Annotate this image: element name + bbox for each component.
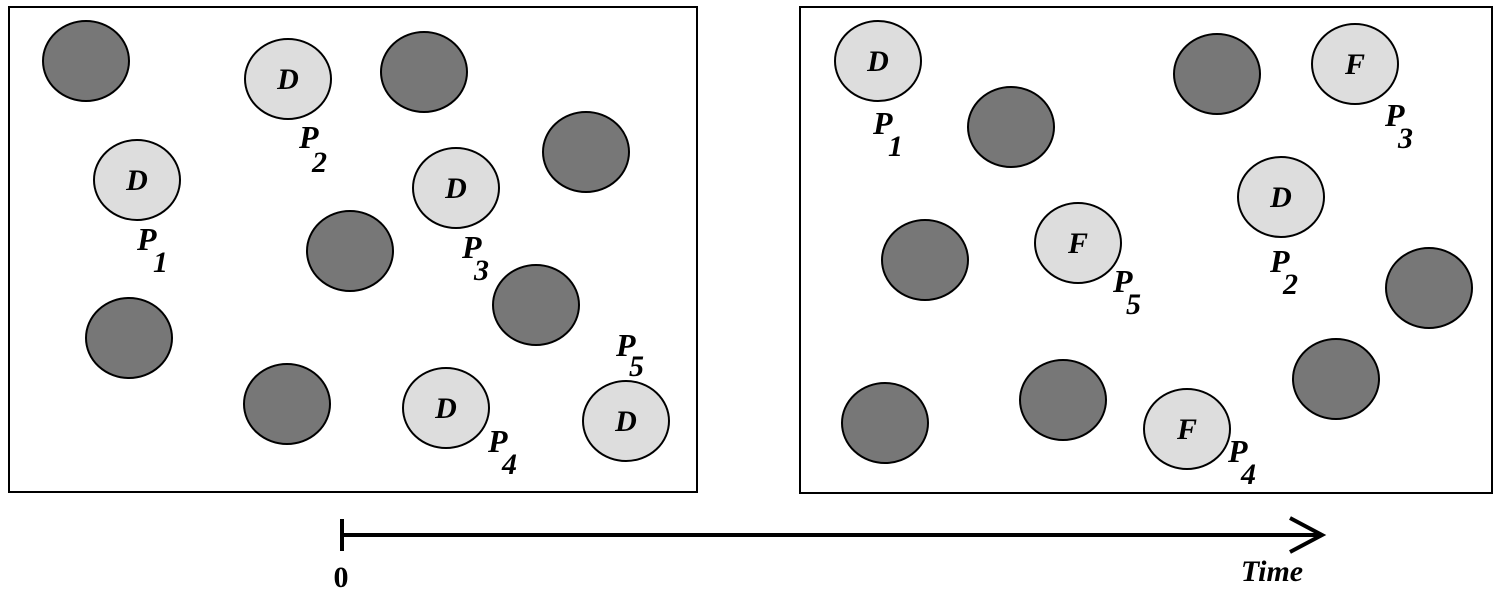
particle-state-letter: D [444, 172, 467, 205]
particle-label-prefix: P [872, 105, 893, 141]
particle-label-index: 4 [501, 448, 517, 481]
particle-state-letter: D [1269, 181, 1292, 214]
time-origin-label: 0 [334, 561, 349, 594]
particle-label-prefix: P [298, 119, 319, 155]
particle-label-index: 2 [1282, 268, 1298, 301]
left-panel: D P 1 D P 2 D P 3 D P 4 D P [8, 6, 698, 493]
particle-label-index: 3 [473, 254, 489, 287]
dark-particle [42, 20, 130, 102]
particle-p5: D P 5 [582, 327, 670, 462]
dark-particle [1385, 247, 1473, 329]
particle-p4: F P 4 [1143, 388, 1256, 491]
particle-circle [402, 367, 490, 449]
particle-label-prefix: P [615, 327, 636, 363]
particle-label-index: 5 [1126, 288, 1141, 321]
particle-p4: D P 4 [402, 367, 517, 481]
particle-label-index: 3 [1397, 122, 1413, 155]
particle-circle [1034, 202, 1122, 284]
dark-particle [1019, 359, 1107, 441]
particle-p2: D P 2 [244, 38, 332, 179]
dark-particle [380, 31, 468, 113]
time-arrowhead-icon [1289, 516, 1327, 554]
particle-state-letter: D [125, 164, 148, 197]
particle-label-index: 4 [1240, 458, 1256, 491]
particle-state-letter: D [276, 63, 299, 96]
particle-p3: F P 3 [1311, 23, 1413, 155]
dark-particle [967, 86, 1055, 168]
particle-label-index: 1 [153, 246, 168, 279]
dark-particle [243, 363, 331, 445]
particle-circle [1311, 23, 1399, 105]
dark-particle [306, 210, 394, 292]
particle-circle [1143, 388, 1231, 470]
particle-label-index: 2 [311, 146, 327, 179]
time-axis-label: Time [1241, 555, 1303, 588]
particle-circle [93, 139, 181, 221]
dark-particle [881, 219, 969, 301]
particle-state-letter: D [614, 405, 637, 438]
time-axis: 0 Time [334, 516, 1327, 594]
right-panel: D P 1 D P 2 F P 3 F P 4 F P [799, 6, 1493, 494]
particle-circle [1237, 156, 1325, 238]
particle-p1: D P 1 [834, 20, 922, 163]
particle-label-prefix: P [136, 221, 157, 257]
particle-label-prefix: P [487, 423, 508, 459]
particle-p2: D P 2 [1237, 156, 1325, 301]
dark-particle [1173, 33, 1261, 115]
particle-p5: F P 5 [1034, 202, 1141, 321]
particle-circle [834, 20, 922, 102]
particle-state-letter: D [866, 45, 889, 78]
dark-particle [85, 297, 173, 379]
particle-state-letter: F [1176, 413, 1197, 446]
particle-label-prefix: P [1112, 263, 1133, 299]
particle-circle [244, 38, 332, 120]
dark-particle [542, 111, 630, 193]
particle-circle [412, 147, 500, 229]
particle-label-index: 1 [888, 130, 903, 163]
particle-state-letter: F [1067, 227, 1088, 260]
particle-p1: D P 1 [93, 139, 181, 279]
particle-label-prefix: P [1227, 433, 1248, 469]
particle-p3: D P 3 [412, 147, 500, 287]
particle-state-letter: F [1344, 48, 1365, 81]
particle-label-prefix: P [1269, 243, 1290, 279]
particle-label-index: 5 [629, 350, 644, 383]
particle-circle [582, 380, 670, 462]
dark-particle [841, 382, 929, 464]
particle-label-prefix: P [1384, 97, 1405, 133]
dark-particle [1292, 338, 1380, 420]
particle-state-letter: D [434, 392, 457, 425]
particle-label-prefix: P [461, 229, 482, 265]
dark-particle [492, 264, 580, 346]
